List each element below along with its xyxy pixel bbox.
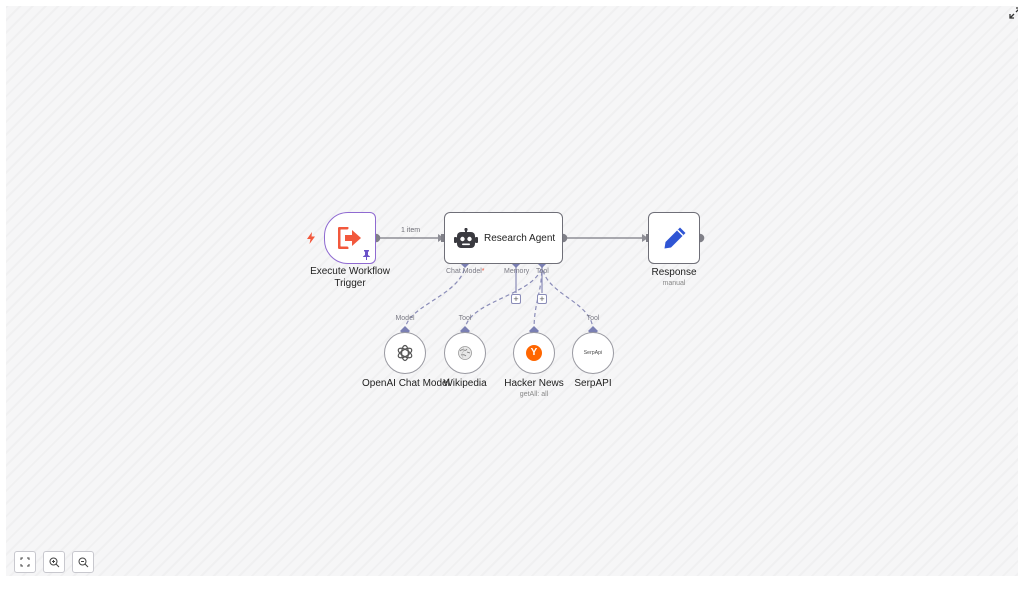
response-node-label: Response [651, 267, 697, 278]
research-agent-node[interactable]: Research Agent [444, 212, 563, 264]
response-node[interactable] [648, 212, 700, 264]
exit-arrow-icon [338, 227, 361, 249]
fit-view-button[interactable] [14, 551, 36, 573]
wikipedia-globe-icon [458, 346, 472, 360]
serpapi-node[interactable]: SerpApi [572, 332, 614, 374]
required-marker: * [481, 268, 485, 275]
openai-model-port-label: Model [395, 315, 415, 322]
openai-icon [397, 344, 413, 362]
serpapi-tool-port-label: Tool [586, 315, 600, 322]
edge-wikipedia-agent [464, 262, 543, 332]
zoom-out-button[interactable] [72, 551, 94, 573]
robot-icon [454, 228, 478, 248]
zoom-in-button[interactable] [43, 551, 65, 573]
wikipedia-tool-port-label: Tool [458, 315, 472, 322]
openai-chat-model-node[interactable] [384, 332, 426, 374]
lightning-icon [307, 232, 315, 244]
hackernews-icon-letter: Y [530, 347, 538, 358]
zoom-out-icon [78, 557, 88, 567]
edge-serpapi-agent [541, 262, 594, 332]
response-node-subtitle: manual [662, 280, 686, 287]
serpapi-node-label: SerpAPI [574, 378, 612, 389]
memory-port-label: Memory [504, 268, 530, 275]
edge-openai-agent [404, 262, 466, 332]
workflow-canvas[interactable] [6, 6, 1018, 576]
add-tool-button[interactable]: + [537, 294, 547, 304]
pencil-icon [664, 227, 686, 249]
agent-input-port [441, 234, 445, 242]
openai-node-label: OpenAI Chat Model [362, 378, 450, 389]
wikipedia-node[interactable] [444, 332, 486, 374]
research-agent-label: Research Agent [484, 233, 556, 244]
chat-model-port-text: Chat Model [446, 268, 482, 275]
fit-view-icon [20, 557, 30, 567]
serpapi-icon: SerpApi [583, 350, 603, 356]
hacker-news-node-subtitle: getAll: all [519, 391, 549, 398]
hacker-news-node[interactable]: Y [513, 332, 555, 374]
hacker-news-node-label: Hacker News [504, 378, 564, 389]
tool-port-label: Tool [536, 268, 549, 275]
edge-hackernews-agent [533, 262, 543, 332]
wikipedia-node-label: Wikipedia [443, 378, 487, 389]
zoom-in-icon [49, 557, 59, 567]
trigger-node-label: Execute Workflow Trigger [310, 266, 390, 289]
edge-item-count: 1 item [401, 227, 421, 234]
add-memory-button[interactable]: + [511, 294, 521, 304]
hackernews-icon: Y [526, 345, 542, 361]
pin-icon[interactable] [362, 250, 371, 260]
execute-workflow-trigger-node[interactable] [324, 212, 376, 264]
chat-model-port-label: Chat Model* [446, 268, 485, 275]
